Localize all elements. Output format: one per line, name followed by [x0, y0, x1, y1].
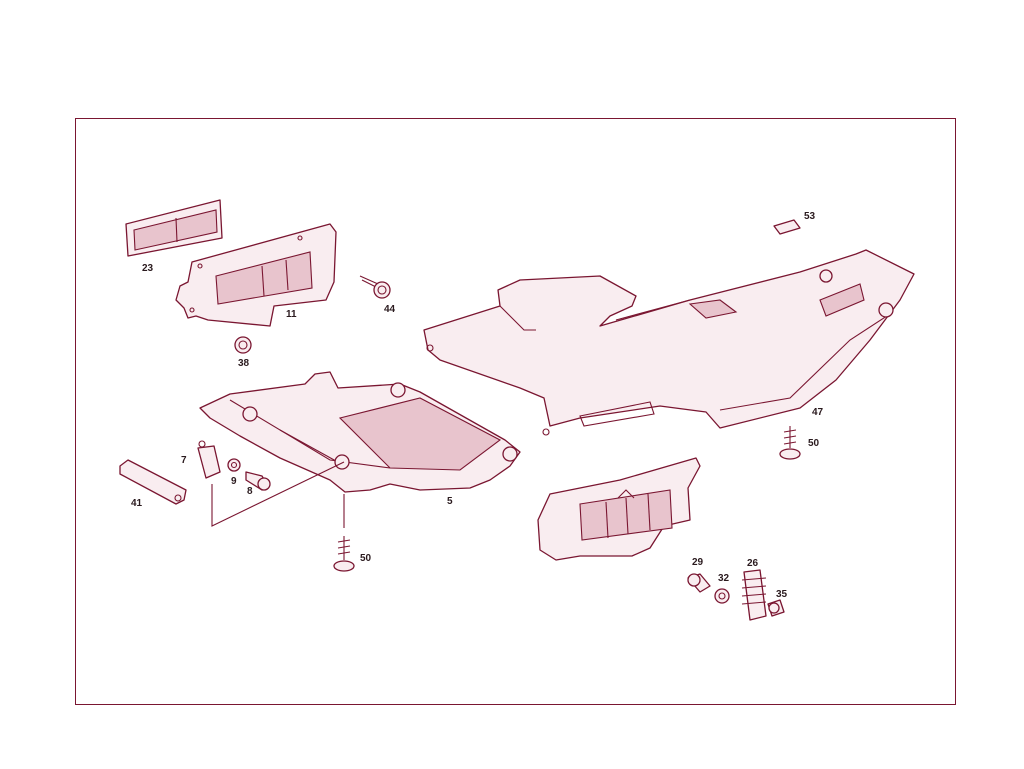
part-44-bolt: [359, 275, 391, 299]
part-8-bolt: [245, 471, 271, 491]
part-53-clip: [773, 219, 801, 235]
part-35-push-pin: [767, 599, 785, 617]
lower-center-panel: [537, 457, 701, 561]
callout-35: 35: [776, 589, 788, 600]
part-50-screw-right: [779, 426, 801, 460]
callout-32: 32: [718, 573, 730, 584]
part-5-underbody-shield: [199, 371, 521, 493]
part-23-insulation-pad: [125, 199, 223, 257]
callout-47: 47: [812, 407, 824, 418]
diagram-frame: [75, 118, 956, 705]
part-41-strip: [119, 459, 187, 505]
part-9-washer: [227, 458, 241, 472]
callout-53: 53: [804, 211, 816, 222]
callout-23: 23: [142, 263, 154, 274]
part-7-clip: [197, 440, 221, 479]
callout-11: 11: [286, 309, 297, 320]
part-50-screw-lower: [333, 536, 355, 572]
callout-41: 41: [131, 498, 143, 509]
callout-26: 26: [747, 558, 759, 569]
part-11-bracket-panel: [175, 223, 337, 327]
part-47-rear-panel: [423, 249, 915, 436]
callout-7: 7: [181, 455, 187, 466]
part-38-grommet: [234, 336, 252, 354]
callout-leaders: [211, 461, 345, 528]
callout-50-right: 50: [808, 438, 820, 449]
callout-8: 8: [247, 486, 253, 497]
callout-9: 9: [231, 476, 237, 487]
callout-29: 29: [692, 557, 704, 568]
callout-50-lower: 50: [360, 553, 372, 564]
part-26-spring-clip: [741, 569, 767, 621]
callout-44: 44: [384, 304, 396, 315]
callout-38: 38: [238, 358, 250, 369]
part-32-washer: [714, 588, 730, 604]
part-29-bolt: [687, 573, 711, 593]
callout-5: 5: [447, 496, 453, 507]
